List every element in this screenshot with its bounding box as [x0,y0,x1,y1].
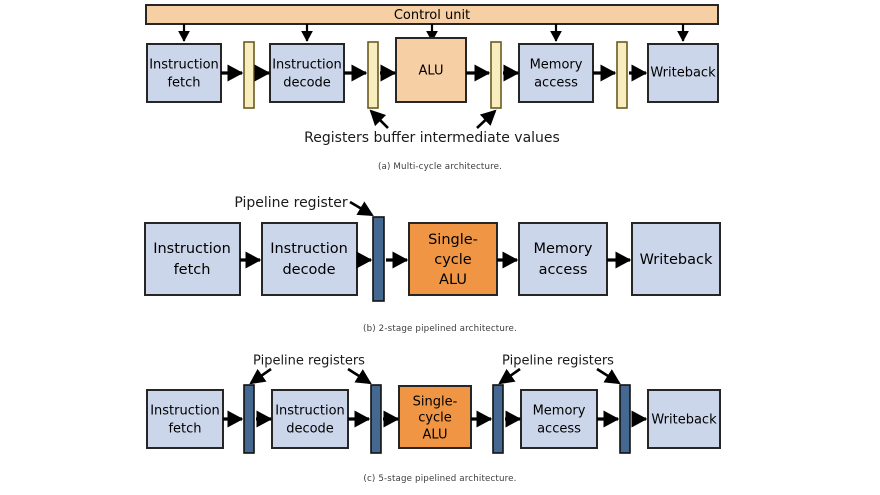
caption-figure-b: (b) 2-stage pipelined architecture. [363,324,517,334]
stage-instruction-fetch: Instruction fetch [146,43,222,103]
caption-figure-a: (a) Multi-cycle architecture. [377,162,503,172]
pipeline-registers-annotation-left: Pipeline registers [249,354,372,385]
stage-label-line-1: Memory [534,241,593,257]
stage-memory-access: Memory access [518,43,594,103]
pipeline-register-4 [619,384,631,454]
stage-instruction-decode: Instruction decode [271,389,349,449]
stage-label-line-2: access [537,422,581,437]
stage-writeback: Writeback [631,222,721,296]
pipeline-registers-annotation-right: Pipeline registers [498,354,621,385]
stage-label-line-1: Instruction [150,404,220,419]
stage-label-line-2: cycle [434,252,472,268]
stage-label-line-1: Instruction [270,241,348,257]
pipeline-registers-label: Pipeline registers [253,354,365,369]
pipeline-register-2 [370,384,382,454]
pipeline-register-annotation: Pipeline register [234,195,374,217]
stage-label-line-1: Instruction [149,58,219,73]
figure-two-stage: Instruction fetch Instruction decode Sin… [0,185,880,320]
stage-label-line-2: access [539,262,588,278]
stage-label-line-1: Writeback [651,413,717,428]
stage-instruction-decode: Instruction decode [261,222,358,296]
figure-five-stage: Instruction fetch Instruction decode Sin… [0,345,880,470]
pipeline-register-1 [372,216,385,302]
stage-label-line-2: fetch [167,76,200,91]
pipeline-register-3 [490,41,502,109]
stage-instruction-fetch: Instruction fetch [144,222,241,296]
stage-label-line-2: fetch [174,262,211,278]
stage-writeback: Writeback [647,43,719,103]
pipeline-register-2 [367,41,379,109]
registers-annotation: Registers buffer intermediate values [304,109,560,146]
caption-figure-c: (c) 5-stage pipelined architecture. [363,474,517,484]
pipeline-register-1 [243,41,255,109]
stage-label-line-1: Writeback [650,66,716,81]
registers-annotation-label: Registers buffer intermediate values [304,130,560,146]
stage-label-line-1: Memory [533,404,586,419]
stage-label-line-1: Instruction [272,58,342,73]
control-unit-label: Control unit [394,8,470,23]
stage-label-line-1: Instruction [275,404,345,419]
stage-single-cycle-alu: Single- cycle ALU [408,222,498,296]
pipeline-register-3 [492,384,504,454]
stage-single-cycle-alu: Single- cycle ALU [398,385,472,449]
stage-label-line-1: Instruction [153,241,231,257]
stage-writeback: Writeback [647,389,721,449]
stage-label-line-2: decode [282,262,335,278]
stage-label-line-2: cycle [418,411,452,426]
stage-label-line-2: decode [286,422,334,437]
pipeline-register-1 [243,384,255,454]
pipeline-registers-label: Pipeline registers [502,354,614,369]
stage-label-line-2: decode [283,76,331,91]
pipeline-register-4 [616,41,628,109]
stage-label-line-2: fetch [168,422,201,437]
stage-label-line-2: access [534,76,578,91]
stage-alu: ALU [395,37,467,103]
stage-memory-access: Memory access [518,222,608,296]
stage-label-line-1: Writeback [640,252,713,268]
stage-label-line-1: Single- [428,232,478,248]
stage-label-line-1: Single- [413,395,458,410]
pipeline-register-label: Pipeline register [234,195,347,211]
stage-instruction-decode: Instruction decode [269,43,345,103]
stage-label-line-3: ALU [439,272,467,288]
stage-memory-access: Memory access [520,389,598,449]
stage-label-line-1: ALU [418,64,443,79]
stage-label-line-3: ALU [422,428,447,443]
stage-instruction-fetch: Instruction fetch [146,389,224,449]
figure-multi-cycle: Control unit Instruction fetch Instructi… [0,0,880,180]
stage-label-line-1: Memory [530,58,583,73]
